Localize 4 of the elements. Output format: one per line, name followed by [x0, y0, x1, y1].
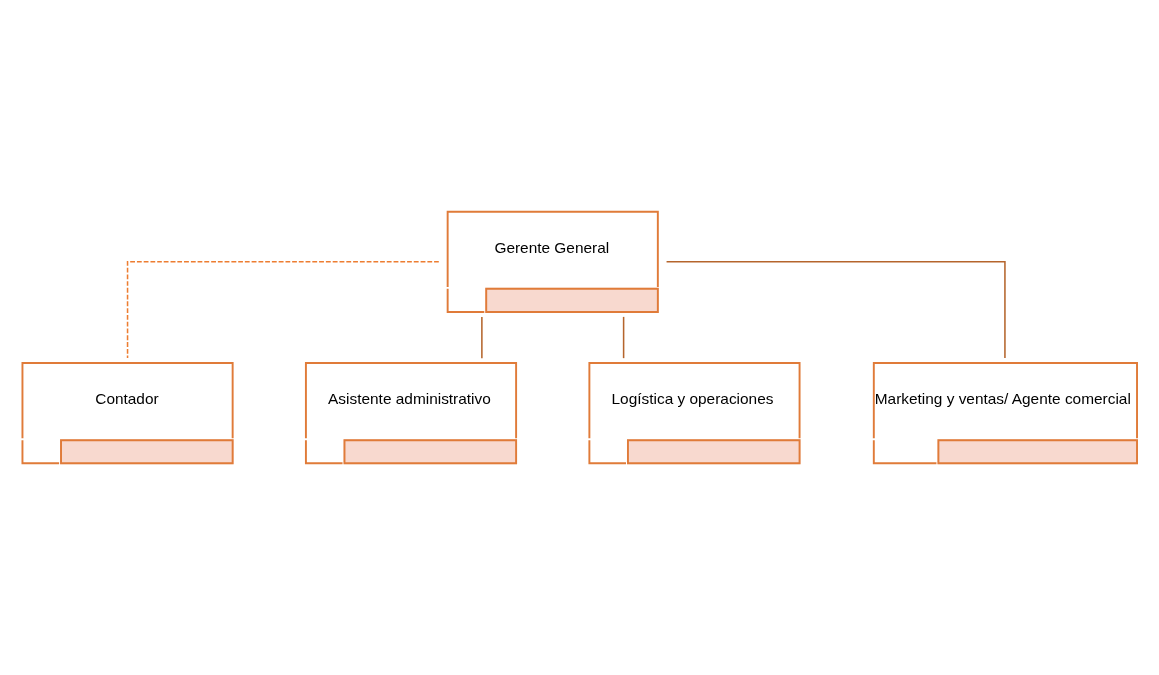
connector: [622, 316, 625, 359]
connector: [481, 316, 483, 359]
connector: [665, 261, 1006, 359]
connector: [126, 261, 440, 359]
